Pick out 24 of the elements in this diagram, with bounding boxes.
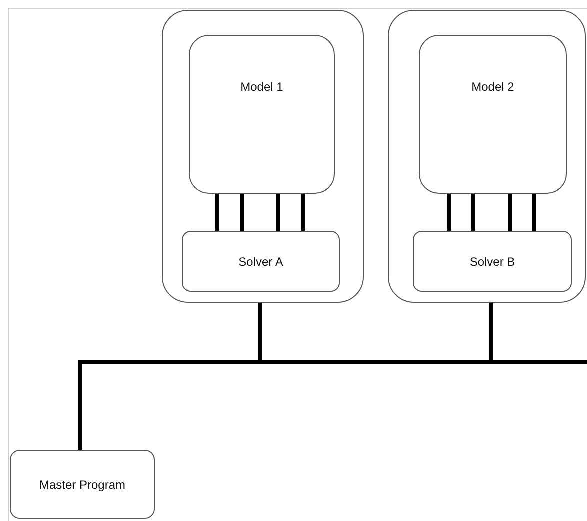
connector-line [532, 194, 536, 231]
connector-line [489, 303, 493, 360]
connector-line [471, 194, 475, 231]
connector-line [215, 194, 219, 231]
node-label: Solver B [470, 254, 516, 268]
connector-line [447, 194, 451, 231]
process-box [419, 35, 567, 194]
connector-line [276, 194, 280, 231]
node-label: Model 2 [472, 80, 514, 94]
process-box [413, 231, 572, 292]
connector-line [258, 303, 262, 360]
connector-line [240, 194, 244, 231]
container-box [162, 10, 364, 303]
bus-bar [78, 360, 587, 364]
node-label: Model 1 [240, 80, 284, 94]
connector-line [508, 194, 512, 231]
node-label: Solver A [238, 254, 284, 268]
node-label: Master Program [39, 478, 126, 492]
connector-line [78, 364, 82, 450]
connector-line [301, 194, 305, 231]
process-box [10, 450, 155, 519]
process-box [182, 231, 340, 292]
process-box [189, 35, 335, 194]
container-box [388, 10, 586, 303]
